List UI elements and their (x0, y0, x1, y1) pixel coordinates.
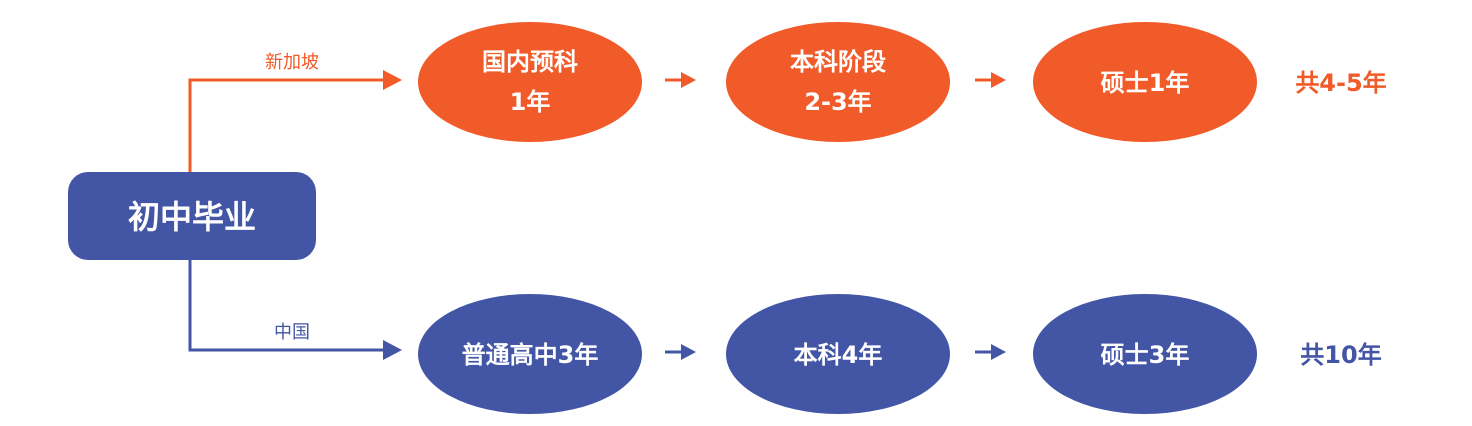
arrow-singapore-2 (975, 72, 1006, 88)
origin-node: 初中毕业 (68, 172, 316, 260)
arrow-singapore-1 (665, 72, 696, 88)
connector-china (188, 260, 402, 360)
route-label-singapore: 新加坡 (265, 52, 319, 73)
arrow-china-1 (665, 344, 696, 360)
stage-line: 硕士3年 (1101, 341, 1190, 369)
total-china: 共10年 (1300, 341, 1381, 369)
stage-node-china-undergrad: 本科4年 (726, 294, 950, 414)
connector-singapore (188, 70, 402, 172)
stage-node-china-master: 硕士3年 (1033, 294, 1257, 414)
origin-label: 初中毕业 (128, 198, 256, 236)
stage-line: 本科阶段 (790, 48, 886, 76)
stage-node-singapore-master: 硕士1年 (1033, 22, 1257, 142)
stage-line: 硕士1年 (1101, 69, 1190, 97)
total-singapore: 共4-5年 (1295, 69, 1386, 97)
stage-line: 1年 (510, 88, 551, 116)
stage-line: 2-3年 (804, 88, 871, 116)
route-label-china: 中国 (274, 322, 310, 343)
stage-node-singapore-prep: 国内预科 1年 (418, 22, 642, 142)
stage-node-china-highschool: 普通高中3年 (418, 294, 642, 414)
stage-line: 普通高中3年 (462, 341, 599, 369)
stage-line: 国内预科 (482, 48, 578, 76)
stage-line: 本科4年 (794, 341, 883, 369)
arrow-china-2 (975, 344, 1006, 360)
stage-node-singapore-undergrad: 本科阶段 2-3年 (726, 22, 950, 142)
